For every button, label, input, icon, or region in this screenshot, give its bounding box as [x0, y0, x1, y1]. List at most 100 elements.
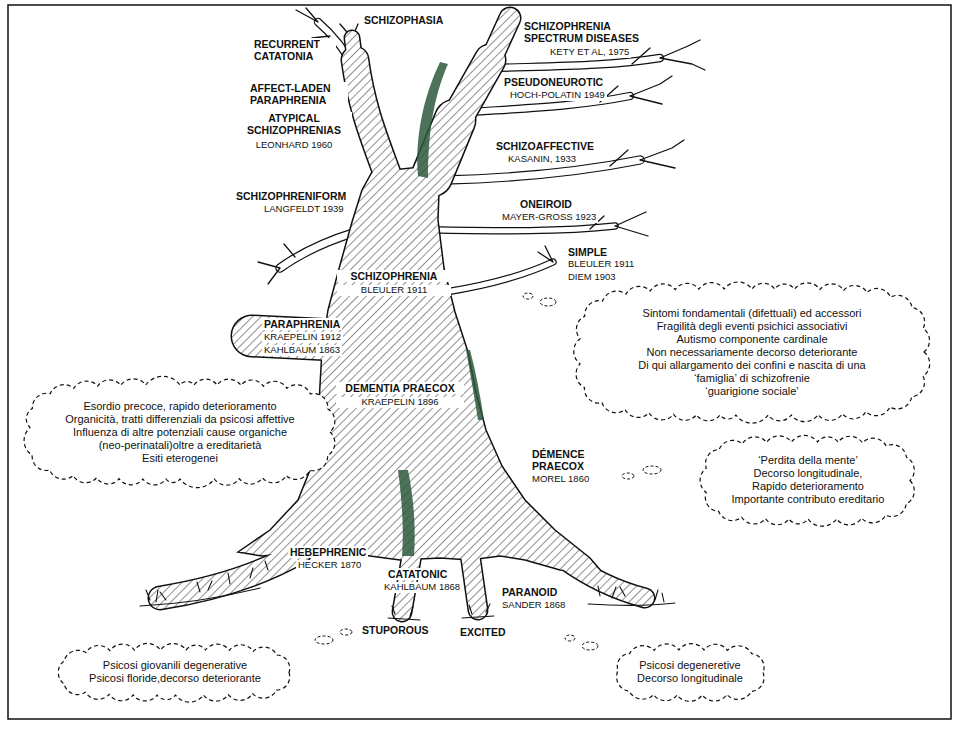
- callout-text: Psicosi giovanili degenerativePsicosi fl…: [89, 659, 261, 685]
- branch-name-label: CATATONIC: [386, 568, 449, 580]
- callout-line: Non necessariamente decorso deteriorante: [620, 346, 885, 359]
- callout-line: Esiti eterogenei: [65, 452, 295, 465]
- twig: [296, 8, 330, 38]
- branch-name-label: STUPOROUS: [360, 624, 431, 636]
- twig: [258, 244, 295, 284]
- author-year-label: MAYER-GROSS 1923: [500, 212, 598, 223]
- limb-outline: [355, 60, 388, 176]
- limb-fill: [160, 18, 645, 612]
- branch-name-label: PARANOID: [500, 586, 559, 598]
- author-year-label: KAHLBAUM 1863: [262, 345, 342, 356]
- branch-outline: [495, 58, 660, 68]
- author-year-label: KRAEPELIN 1912: [262, 332, 343, 343]
- callout-text: Esordio precoce, rapido deterioramentoOr…: [65, 400, 295, 465]
- twig: [632, 40, 705, 70]
- callout-cloud: Psicosi giovanili degenerativePsicosi fl…: [55, 643, 296, 702]
- branch-outline: [280, 22, 660, 292]
- branch-name-label: AFFECT-LADEN PARAPHRENIA: [248, 82, 348, 106]
- green-shading: [398, 62, 484, 556]
- branch-fill: [446, 262, 553, 292]
- limb-fill: [565, 560, 645, 598]
- cloud-outline-path: [700, 435, 914, 526]
- callout-line: Sintomi fondamentali (difettuali) ed acc…: [620, 307, 885, 320]
- branch-name-label: SIMPLE: [566, 246, 609, 258]
- callout-text: Sintomi fondamentali (difettuali) ed acc…: [620, 307, 885, 398]
- callout-line: Psicosi degeneretive: [637, 659, 743, 672]
- limb-outline: [160, 18, 645, 612]
- author-year-label: BLEULER 1911: [337, 285, 451, 296]
- branch-name-label: SCHIZOPHRENIA: [337, 270, 451, 282]
- callout-line: Rapido deterioramento: [732, 480, 885, 493]
- branch-name-label: DEMENTIA PRAECOX: [336, 382, 464, 394]
- limb-outline: [565, 560, 645, 598]
- callout-line: Organicità, tratti differenziali da psic…: [65, 413, 295, 426]
- callout-line: Esordio precoce, rapido deterioramento: [65, 400, 295, 413]
- green-shading: [466, 350, 484, 420]
- callout-line: Psicosi giovanili degenerative: [89, 659, 261, 672]
- callout-line: ‘Perdita della mente’: [732, 454, 885, 467]
- thought-bubble: [315, 636, 333, 644]
- callout-line: Psicosi floride,decorso deteriorante: [89, 672, 261, 685]
- limb-fill: [352, 38, 355, 62]
- branch-name-label: ATYPICAL SCHIZOPHRENIAS: [236, 112, 352, 136]
- branch-name-label: SCHIZOPHASIA: [362, 14, 445, 26]
- cloud-outline-path: [574, 282, 930, 423]
- branch-fill: [280, 22, 660, 292]
- branch-name-label: SCHIZOPHRENIFORM: [234, 190, 348, 202]
- branch-name-label: RECURRENT CATATONIA: [252, 38, 336, 62]
- branch-name-label: DÉMENCE PRAECOX: [530, 448, 600, 472]
- callout-line: Decorso longitudinale,: [732, 467, 885, 480]
- branch-fill: [440, 226, 615, 231]
- branch-name-label: HEBEPHRENIC: [288, 546, 368, 558]
- frame: [8, 5, 951, 719]
- cloud-outline-path: [58, 643, 289, 702]
- author-year-label: BLEULER 1911: [566, 259, 636, 270]
- limb-fill: [470, 554, 478, 610]
- branch-outline: [440, 226, 615, 231]
- callout-line: Fragilità degli eventi psichici associat…: [620, 320, 885, 333]
- callout-line: Di qui allargamento dei confini e nascit…: [620, 359, 885, 385]
- branch-outline: [446, 262, 553, 292]
- branch-name-label: PARAPHRENIA: [262, 318, 342, 330]
- grass: [140, 561, 675, 620]
- callout-cloud: Esordio precoce, rapido deterioramentoOr…: [23, 378, 337, 486]
- green-shading: [398, 470, 415, 556]
- thought-bubble: [643, 466, 661, 474]
- callout-cloud: ‘Perdita della mente’Decorso longitudina…: [699, 435, 917, 526]
- thought-bubble: [523, 293, 533, 299]
- twig: [610, 140, 684, 168]
- twig: [590, 212, 648, 236]
- limb-outline: [470, 554, 478, 610]
- twig: [538, 246, 553, 262]
- callout-line: Decorso longitudinale: [637, 672, 743, 685]
- limb-fill: [490, 18, 510, 62]
- thought-bubble: [622, 473, 634, 479]
- callout-text: Psicosi degeneretiveDecorso longitudinal…: [637, 659, 743, 685]
- author-year-label: SANDER 1868: [500, 600, 567, 611]
- cloud-outline-path: [24, 376, 335, 487]
- callout-line: Autismo componente cardinale: [620, 333, 885, 346]
- author-year-label: KETY ET AL, 1975: [548, 47, 631, 58]
- limb-fill: [160, 552, 300, 598]
- author-year-label: HOCH-POLATIN 1949: [508, 90, 607, 101]
- callout-line: Influenza di altre potenziali cause orga…: [65, 426, 295, 452]
- branch-name-label: SCHIZOAFFECTIVE: [494, 140, 596, 152]
- cloud-outline-path: [616, 643, 763, 701]
- author-year-label: KASANIN, 1933: [506, 154, 578, 165]
- branch-name-label: PSEUDONEUROTIC: [502, 76, 605, 88]
- branch-name-label: EXCITED: [458, 626, 508, 638]
- limb-outline: [160, 552, 300, 598]
- callout-cloud: Sintomi fondamentali (difettuali) ed acc…: [573, 282, 931, 422]
- author-year-label: KRAEPELIN 1896: [336, 397, 464, 408]
- author-year-label: DIEM 1903: [566, 272, 618, 283]
- callout-line: Importante contributo ereditario: [732, 493, 885, 506]
- callout-text: ‘Perdita della mente’Decorso longitudina…: [732, 454, 885, 506]
- author-year-label: MOREL 1860: [530, 474, 591, 485]
- branch-name-label: ONEIROID: [518, 198, 574, 210]
- branch-fill: [495, 58, 660, 68]
- twig: [600, 76, 672, 104]
- limb-fill: [355, 60, 388, 176]
- limb-outline: [352, 38, 355, 62]
- thought-bubble: [540, 298, 556, 306]
- limb-outline: [490, 18, 510, 62]
